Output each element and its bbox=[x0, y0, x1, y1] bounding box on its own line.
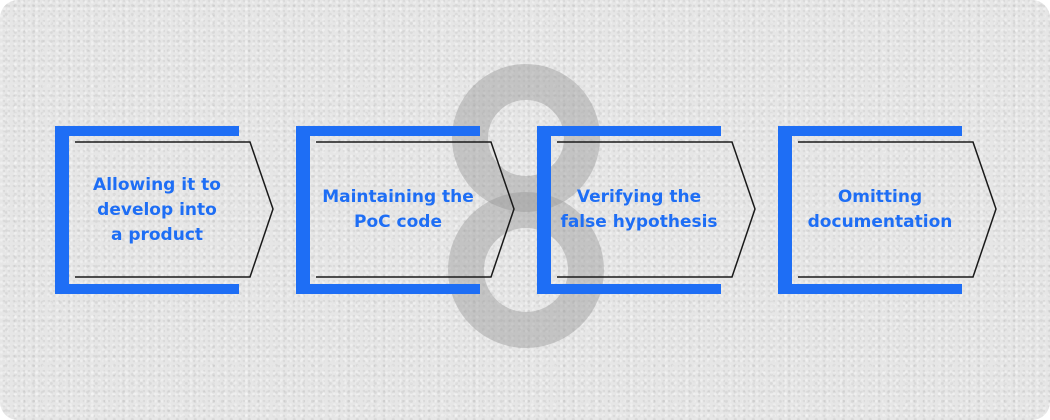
step-4-label: Omitting documentation bbox=[807, 187, 953, 232]
step-1-label: Allowing it to develop into a product bbox=[93, 174, 221, 245]
step-3: Verifying the false hypothesis bbox=[537, 126, 757, 296]
step-4-frame bbox=[778, 126, 997, 294]
step-1-frame bbox=[55, 126, 274, 294]
step-2: Maintaining the PoC code bbox=[296, 126, 516, 296]
step-3-label: Verifying the false hypothesis bbox=[560, 187, 718, 232]
step-4: Omitting documentation bbox=[778, 126, 998, 296]
step-2-label: Maintaining the PoC code bbox=[322, 187, 474, 232]
step-3-frame bbox=[537, 126, 756, 294]
step-2-frame bbox=[296, 126, 515, 294]
step-1: Allowing it to develop into a product bbox=[55, 126, 275, 296]
